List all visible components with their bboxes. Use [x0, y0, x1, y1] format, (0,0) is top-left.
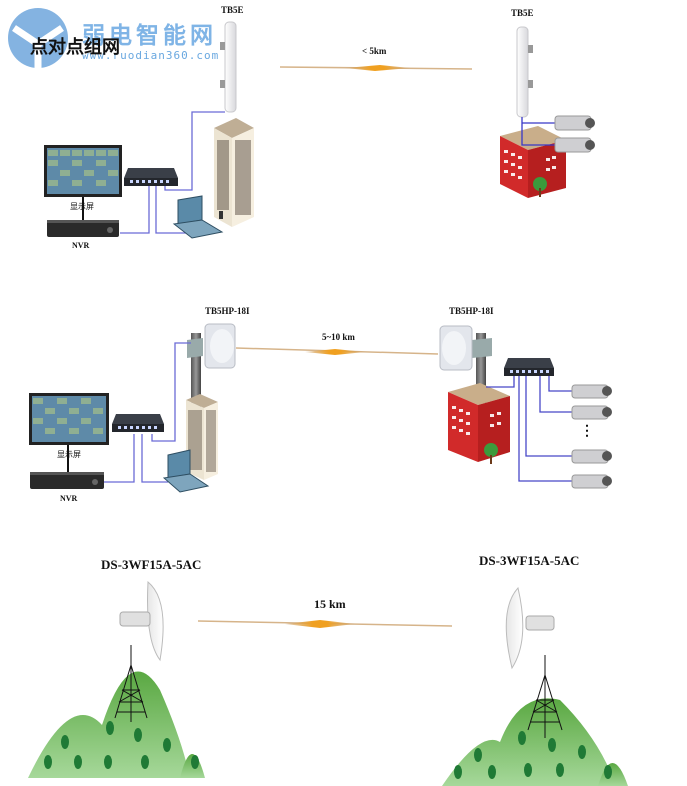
ethernet-cables [104, 342, 191, 483]
ip-camera [554, 137, 595, 153]
green-hills-left [28, 671, 205, 778]
camera-cables [486, 376, 573, 482]
distance-label: < 5km [362, 46, 387, 56]
ip-camera [554, 115, 595, 131]
network-switch [124, 168, 178, 186]
nvr-recorder [47, 220, 119, 237]
network-switch [112, 414, 164, 432]
nvr-label: NVR [72, 241, 90, 250]
ethernet-cables [120, 111, 225, 234]
radio-tower-right [527, 655, 563, 738]
radio-tower-left [114, 645, 148, 722]
laptop [162, 449, 210, 493]
red-building [448, 383, 510, 464]
office-tower-building [186, 394, 218, 480]
ip-camera [571, 449, 612, 464]
wireless-link-beam [235, 347, 439, 355]
dish-antenna-left [119, 580, 164, 662]
ip-camera [571, 384, 612, 399]
device-label-left: TB5E [221, 5, 244, 15]
nvr-recorder [30, 472, 104, 489]
page-title: 点对点组网 [30, 37, 120, 58]
dish-antenna-right [505, 586, 555, 670]
monitor-wall-display [44, 145, 122, 220]
ip-camera [571, 474, 612, 489]
monitor-label: 显示屏 [70, 202, 94, 211]
tb5e-antenna-right [516, 26, 533, 118]
distance-label: 5~10 km [322, 332, 355, 342]
wireless-link-beam [197, 620, 453, 628]
monitor-wall-display [29, 393, 109, 472]
nvr-label: NVR [60, 494, 78, 503]
more-cameras-ellipsis: ⋮ [580, 424, 594, 439]
watermark-site-name: 弱电智能网 [82, 23, 217, 49]
diagram-2 [29, 323, 612, 493]
tb5hp-panel-antenna-right [439, 325, 492, 403]
device-label-right: TB5E [511, 8, 534, 18]
diagram-3 [28, 580, 628, 786]
trees [44, 721, 199, 769]
laptop [172, 195, 224, 239]
device-label-right: DS-3WF15A-5AC [479, 553, 580, 568]
device-label-left: TB5HP-18I [205, 306, 250, 316]
trees [454, 731, 612, 779]
red-building [500, 126, 566, 198]
device-label-left: DS-3WF15A-5AC [101, 557, 202, 572]
watermark-logo-icon [8, 8, 68, 70]
tb5e-antenna-left [220, 21, 237, 113]
diagram-1 [44, 21, 595, 239]
tb5hp-panel-antenna-left [187, 323, 236, 408]
camera-cables [521, 117, 560, 146]
network-switch [504, 358, 554, 376]
device-label-right: TB5HP-18I [449, 306, 494, 316]
wireless-link-beam [279, 65, 473, 71]
ip-camera [571, 405, 612, 420]
watermark-url: www.ruodian360.com [82, 49, 220, 62]
office-tower-building [214, 118, 254, 227]
monitor-label: 显示屏 [57, 450, 81, 459]
distance-label: 15 km [314, 597, 346, 611]
